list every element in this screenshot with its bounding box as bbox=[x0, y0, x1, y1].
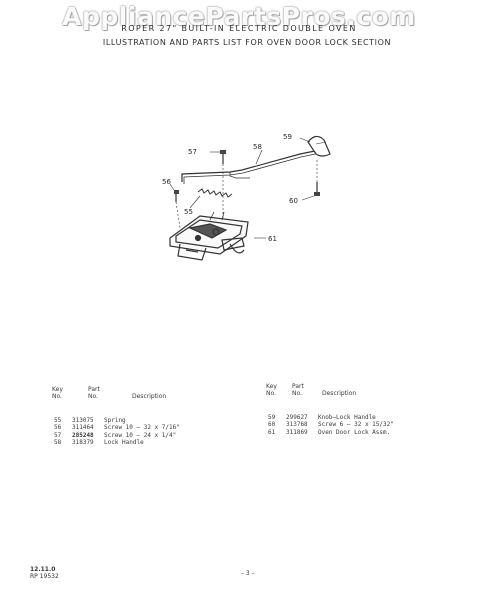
part-description: Screw 6 – 32 x 15/32" bbox=[318, 421, 394, 429]
page-number: – 3 – bbox=[241, 570, 255, 577]
key-no: 61 bbox=[268, 428, 276, 436]
part-description: Screw 10 – 32 x 7/16" bbox=[104, 424, 180, 432]
table-row: 55 313075 Spring bbox=[54, 417, 180, 424]
part-no: 285248 bbox=[72, 431, 94, 439]
footer-rp: RP 19532 bbox=[30, 573, 59, 580]
key-no-header: No. bbox=[52, 393, 62, 400]
part-no: 299627 bbox=[286, 414, 308, 421]
page-subtitle: ILLUSTRATION AND PARTS LIST FOR OVEN DOO… bbox=[102, 38, 392, 47]
spring-part bbox=[197, 188, 233, 198]
key-no: 55 bbox=[54, 417, 62, 424]
key-no: 58 bbox=[54, 438, 62, 446]
lock-handle-part bbox=[181, 149, 321, 182]
callout-56: 56 bbox=[162, 178, 171, 186]
left-parts-list: 55 313075 Spring 56 311464 Screw 10 – 32 x 7… bbox=[54, 417, 180, 446]
screw-56-part bbox=[174, 190, 179, 202]
key-no-header: No. bbox=[266, 390, 276, 397]
table-row: 58 318379 Lock Handle bbox=[54, 439, 180, 446]
part-no: 311869 bbox=[286, 428, 308, 436]
part-no: 318379 bbox=[72, 438, 94, 446]
callout-57: 57 bbox=[188, 148, 197, 156]
key-no: 56 bbox=[54, 424, 62, 432]
key-header: Key bbox=[266, 383, 277, 390]
key-no: 60 bbox=[268, 421, 276, 429]
part-no: 311464 bbox=[72, 424, 94, 432]
table-row: 60 313768 Screw 6 – 32 x 15/32" bbox=[268, 421, 394, 428]
table-row: 56 311464 Screw 10 – 32 x 7/16" bbox=[54, 424, 180, 431]
screw-60-part bbox=[314, 182, 320, 196]
left-table-header: Key Part No. No. Description bbox=[52, 386, 166, 400]
part-description: Screw 10 – 24 x 1/4" bbox=[104, 431, 177, 439]
part-description: Oven Door Lock Assm. bbox=[318, 428, 391, 436]
table-row: 61 311869 Oven Door Lock Assm. bbox=[268, 429, 394, 436]
screw-57-part bbox=[220, 150, 226, 164]
part-header: Part bbox=[88, 386, 100, 393]
key-no: 57 bbox=[54, 431, 62, 439]
part-no: 313768 bbox=[286, 421, 308, 429]
callout-58: 58 bbox=[253, 143, 262, 151]
page-title: ROPER 27" BUILT-IN ELECTRIC DOUBLE OVEN bbox=[121, 24, 357, 33]
footer-code: 12.11.0 bbox=[30, 566, 56, 573]
knob-part bbox=[307, 135, 331, 157]
part-description: Spring bbox=[104, 417, 126, 424]
door-lock-diagram bbox=[169, 135, 331, 261]
description-header: Description bbox=[322, 390, 357, 397]
callout-60: 60 bbox=[289, 197, 298, 205]
callout-55: 55 bbox=[184, 208, 193, 216]
table-row: 57 285248 Screw 10 – 24 x 1/4" bbox=[54, 432, 180, 439]
part-description: Knob–Lock Handle bbox=[318, 414, 376, 421]
callout-61: 61 bbox=[268, 235, 277, 243]
callout-59: 59 bbox=[283, 133, 292, 141]
table-row: 59 299627 Knob–Lock Handle bbox=[268, 414, 394, 421]
description-header: Description bbox=[132, 393, 167, 400]
part-no-header: No. bbox=[88, 393, 98, 400]
right-table-header: Key Part No. No. Description bbox=[266, 383, 356, 397]
right-parts-list: 59 299627 Knob–Lock Handle 60 313768 Screw 6… bbox=[268, 414, 394, 436]
lock-assembly-part bbox=[169, 211, 249, 261]
part-no: 313075 bbox=[72, 417, 94, 424]
key-header: Key bbox=[52, 386, 63, 393]
part-description: Lock Handle bbox=[104, 438, 144, 446]
watermark: AppliancePartsPros.com bbox=[62, 2, 416, 31]
part-no-header: No. bbox=[292, 390, 302, 397]
part-header: Part bbox=[292, 383, 304, 390]
key-no: 59 bbox=[268, 414, 276, 421]
